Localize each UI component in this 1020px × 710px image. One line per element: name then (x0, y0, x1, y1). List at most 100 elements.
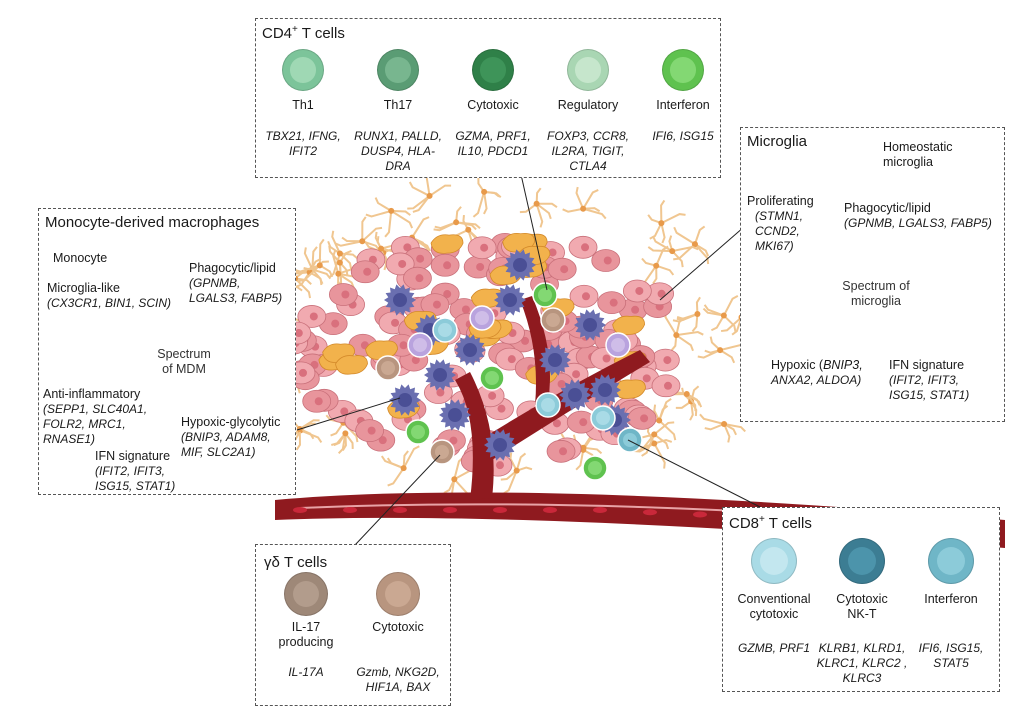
anti-inflammatory-label: Anti-inflammatory (43, 387, 141, 401)
homeostatic-microglia-cell (407, 171, 452, 213)
cd8-cell-2-label: Interferon (924, 592, 978, 606)
mdm-phagocytic-genes: (GPNMB,LGALS3, FABP5) (189, 276, 283, 305)
homeostatic-microglia-cell (672, 296, 701, 333)
gd-cell-1-label: Cytotoxic (372, 620, 424, 634)
macrophage-cell (589, 374, 621, 406)
microglia-ifn-label: IFN signature (889, 358, 965, 372)
cd4-t-cell (479, 365, 505, 391)
tumor-cell (430, 253, 460, 277)
homeostatic-microglia-cell (472, 177, 502, 218)
homeostatic-microglia-cell (699, 413, 746, 443)
monocyte-cell (605, 332, 631, 358)
cd4-cell-2-icon (472, 49, 514, 91)
homeostatic-microglia-cell (697, 336, 746, 364)
tumor-cell (420, 293, 450, 316)
cd4-cell-2-genes: GZMA, PRF1,IL10, PDCD1 (455, 129, 531, 158)
blood-vessel-branch (520, 296, 550, 405)
cd8-cell-1-genes: KLRB1, KLRD1,KLRC1, KLRC2 ,KLRC3 (816, 641, 908, 685)
macrophage-cell (454, 334, 486, 366)
gd-cell-1-icon (376, 572, 420, 616)
gd-title: γδ T cells (264, 554, 328, 571)
gamma-delta-t-cell (540, 307, 566, 333)
homeostatic-microglia-cell (647, 235, 699, 268)
tumor-cell (547, 257, 577, 281)
tumor-cell (302, 389, 332, 413)
cd8-cell-2-genes: IFI6, ISG15,STAT5 (918, 641, 984, 670)
cd8-cell-2-icon (928, 538, 974, 584)
cd4-cell-4-nucleus (670, 57, 696, 83)
homeostatic-microglia-cell (433, 206, 481, 232)
cd4-cell-3-genes: FOXP3, CCR8,IL2RA, TIGIT,CTLA4 (546, 129, 630, 173)
activated-microglia-cell (612, 315, 646, 336)
gd-cell-0-genes: IL-17A (288, 665, 324, 679)
tumor-cell (467, 236, 497, 260)
mdm-ifn-genes: (IFIT2, IFIT3,ISG15, STAT1) (95, 464, 176, 493)
tumor-cell (385, 252, 415, 276)
cd8-title: CD8+ T cells (729, 514, 812, 532)
connector-line (354, 454, 441, 546)
cd4-t-cell (532, 282, 558, 308)
macrophage-cell (384, 284, 416, 316)
connector-line (627, 439, 763, 509)
monocyte-label: Monocyte (53, 251, 108, 265)
microglia-hypoxic-label: Hypoxic (BNIP3, (771, 358, 863, 372)
tumor-cell (403, 266, 432, 290)
cd4-cell-2-label: Cytotoxic (467, 98, 519, 112)
microglia-title: Microglia (747, 133, 808, 150)
red-blood-cell (493, 507, 507, 513)
homeostatic-microglia-cell (331, 430, 354, 455)
macrophage-cell (539, 344, 571, 376)
macrophage-cell (484, 429, 516, 461)
cd4-cell-1-nucleus (385, 57, 411, 83)
cd4-cell-0-genes: TBX21, IFNG,IFIT2 (265, 129, 341, 158)
macrophage-cell (389, 384, 421, 416)
red-blood-cell (393, 507, 407, 513)
tumor-cell (568, 235, 598, 259)
monocyte-cell (407, 332, 433, 358)
cd4-cell-0-icon (282, 49, 324, 91)
red-blood-cell (693, 511, 707, 518)
hypoxic-glycolytic-genes: (BNIP3, ADAM8,MIF, SLC2A1) (181, 430, 271, 459)
activated-microglia-cell (365, 340, 398, 360)
tumor-cell (566, 410, 596, 434)
tumor-cell (475, 384, 505, 408)
macrophage-cell (574, 309, 606, 341)
cd4-t-cell (405, 419, 431, 445)
macrophage-cell (494, 284, 526, 316)
tumor-cell (355, 419, 385, 443)
monocyte-derived-macrophages-panel: Monocyte-derived macrophages Monocyte Mi… (38, 208, 296, 495)
cd8-t-cell (590, 405, 616, 431)
cd8-t-cell (617, 427, 643, 453)
microglia-phagocytic-genes: (GPNMB, LGALS3, FABP5) (844, 216, 992, 230)
homeostatic-microglia-cell (334, 216, 383, 252)
mdm-phagocytic-label: Phagocytic/lipid (189, 261, 276, 275)
gd-cell-1-nucleus (384, 580, 412, 608)
cd4-cell-3-icon (567, 49, 609, 91)
red-blood-cell (643, 509, 657, 516)
microglia-ifn-genes: (IFIT2, IFIT3,ISG15, STAT1) (889, 373, 970, 402)
connector-line (296, 397, 401, 431)
tumor-cell (463, 255, 493, 279)
macrophage-cell (439, 399, 471, 431)
proliferating-genes: (STMN1,CCND2,MKI67) (755, 209, 803, 253)
cd4-cell-2-nucleus (480, 57, 506, 83)
cd4-cell-1-genes: RUNX1, PALLD,DUSP4, HLA-DRA (354, 129, 442, 173)
monocyte-cell (469, 305, 495, 331)
connector-line (659, 219, 753, 301)
homeostatic-microglia-cell (380, 445, 420, 487)
tumor-cell (350, 260, 380, 284)
homeostatic-microglia-cell (647, 199, 686, 244)
activated-microglia-cell (335, 355, 368, 375)
macrophage-cell (559, 379, 591, 411)
microglia-like-label: Microglia-like (47, 281, 120, 295)
activated-microglia-cell (430, 234, 464, 254)
tumor-cell (546, 439, 576, 463)
gd-cell-1-genes: Gzmb, NKG2D,HIF1A, BAX (356, 665, 440, 694)
cd8-cell-0-icon (751, 538, 797, 584)
